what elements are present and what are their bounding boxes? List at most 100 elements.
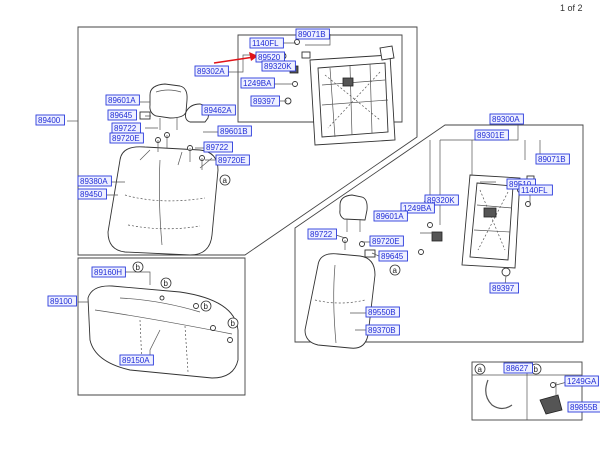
- part-label-89400[interactable]: 89400: [35, 114, 65, 126]
- bracket-89855B: [539, 382, 563, 415]
- part-label-89855b[interactable]: 89855B: [567, 401, 600, 413]
- part-label-89320k[interactable]: 89320K: [261, 60, 296, 72]
- part-number-text: 89071B: [538, 155, 566, 164]
- svg-text:b: b: [164, 279, 169, 288]
- part-number-text: 89150A: [122, 356, 150, 365]
- svg-text:a: a: [478, 365, 483, 374]
- part-number-text: 89320K: [427, 196, 455, 205]
- part-number-text: 89645: [381, 252, 404, 261]
- svg-text:b: b: [534, 365, 539, 374]
- part-label-89645[interactable]: 89645: [107, 109, 137, 121]
- part-number-text: 89462A: [204, 106, 232, 115]
- red-arrow-icon: [213, 52, 258, 64]
- part-label-89450[interactable]: 89450: [77, 188, 107, 200]
- part-label-89150a[interactable]: 89150A: [119, 354, 154, 366]
- clip-wire-88627: [485, 379, 513, 410]
- part-label-1249ga[interactable]: 1249GA: [564, 375, 599, 387]
- part-label-89397[interactable]: 89397: [250, 95, 280, 107]
- part-number-text: 1140FL: [252, 39, 279, 48]
- part-label-89380a[interactable]: 89380A: [77, 175, 112, 187]
- part-number-text: 89720E: [112, 134, 140, 143]
- part-number-text: 89601A: [108, 96, 136, 105]
- part-label-1249ba[interactable]: 1249BA: [240, 77, 275, 89]
- part-label-89302a[interactable]: 89302A: [194, 65, 229, 77]
- svg-text:b: b: [231, 319, 236, 328]
- part-label-89720e[interactable]: 89720E: [109, 132, 144, 144]
- part-label-89071b[interactable]: 89071B: [295, 28, 330, 40]
- part-number-text: 89601B: [220, 127, 248, 136]
- part-labels: 89071B1140FL8952089302A89320K1249BA89397…: [35, 28, 600, 413]
- part-number-text: 89720E: [218, 156, 246, 165]
- seatback-frame-left-part: [309, 45, 396, 146]
- callout-b-legend: b: [530, 363, 542, 375]
- part-label-1140fl[interactable]: 1140FL: [249, 37, 284, 49]
- frame-rear-seatback-right: [294, 124, 584, 343]
- callout-b-4: b: [227, 317, 239, 329]
- svg-text:a: a: [223, 176, 228, 185]
- part-label-89160h[interactable]: 89160H: [91, 266, 126, 278]
- callout-a-legend: a: [474, 363, 486, 375]
- part-label-89320k[interactable]: 89320K: [424, 194, 459, 206]
- part-label-89722[interactable]: 89722: [111, 122, 141, 134]
- part-number-text: 89302A: [197, 67, 225, 76]
- callout-a-2: a: [389, 264, 401, 276]
- part-number-text: 89071B: [298, 30, 326, 39]
- part-label-89722[interactable]: 89722: [203, 141, 233, 153]
- part-number-text: 1140FL: [521, 186, 548, 195]
- seatback-frame-right-part: [461, 174, 521, 269]
- callout-b-1: b: [132, 261, 144, 273]
- part-label-89720e[interactable]: 89720E: [369, 235, 404, 247]
- part-number-text: 89722: [206, 143, 229, 152]
- part-label-89550b[interactable]: 89550B: [365, 306, 400, 318]
- part-label-89300a[interactable]: 89300A: [489, 113, 524, 125]
- part-label-88627[interactable]: 88627: [503, 362, 533, 374]
- part-label-89520[interactable]: 89520: [255, 51, 285, 63]
- part-number-text: 1249BA: [403, 204, 432, 213]
- part-label-89370b[interactable]: 89370B: [365, 324, 400, 336]
- svg-text:b: b: [136, 263, 141, 272]
- part-number-text: 89300A: [492, 115, 520, 124]
- part-number-text: 89301E: [477, 131, 505, 140]
- part-number-text: 89855B: [570, 403, 598, 412]
- frame-seatback-frame-sub: [237, 34, 403, 123]
- part-number-text: 89450: [80, 190, 103, 199]
- part-number-text: 89380A: [80, 177, 108, 186]
- part-label-89720e[interactable]: 89720E: [215, 154, 250, 166]
- part-number-text: 89520: [258, 53, 281, 62]
- callout-b-2: b: [160, 277, 172, 289]
- part-label-89645[interactable]: 89645: [378, 250, 408, 262]
- headrest-right: [339, 194, 368, 232]
- part-label-89601a[interactable]: 89601A: [105, 94, 140, 106]
- part-number-text: 89550B: [368, 308, 396, 317]
- page-indicator: 1 of 2: [560, 3, 583, 13]
- part-number-text: 89722: [310, 230, 333, 239]
- part-label-89601a[interactable]: 89601A: [373, 210, 408, 222]
- part-number-text: 89720E: [372, 237, 400, 246]
- part-number-text: 89722: [114, 124, 137, 133]
- svg-text:b: b: [204, 302, 209, 311]
- part-label-89071b[interactable]: 89071B: [535, 153, 570, 165]
- part-label-89397[interactable]: 89397: [489, 282, 519, 294]
- part-label-1140fl[interactable]: 1140FL: [518, 184, 553, 196]
- headrest-left: [149, 83, 188, 130]
- part-label-89462a[interactable]: 89462A: [201, 104, 236, 116]
- frame-rear-seatback-left: [77, 26, 418, 256]
- part-label-1249ba[interactable]: 1249BA: [400, 202, 435, 214]
- part-number-text: 89370B: [368, 326, 396, 335]
- part-number-text: 89160H: [94, 268, 122, 277]
- part-number-text: 89510: [509, 180, 532, 189]
- svg-text:a: a: [393, 266, 398, 275]
- part-label-89722[interactable]: 89722: [307, 228, 337, 240]
- part-number-text: 1249GA: [567, 377, 597, 386]
- part-number-text: 89397: [492, 284, 515, 293]
- part-label-89601b[interactable]: 89601B: [217, 125, 252, 137]
- part-number-text: 1249BA: [243, 79, 272, 88]
- part-label-89301e[interactable]: 89301E: [474, 129, 509, 141]
- part-number-text: 89320K: [264, 62, 292, 71]
- seatback-cushion-right: [304, 253, 376, 349]
- callout-a-1: a: [219, 174, 231, 186]
- part-number-text: 89601A: [376, 212, 404, 221]
- part-label-89100[interactable]: 89100: [47, 295, 77, 307]
- part-number-text: 89400: [38, 116, 61, 125]
